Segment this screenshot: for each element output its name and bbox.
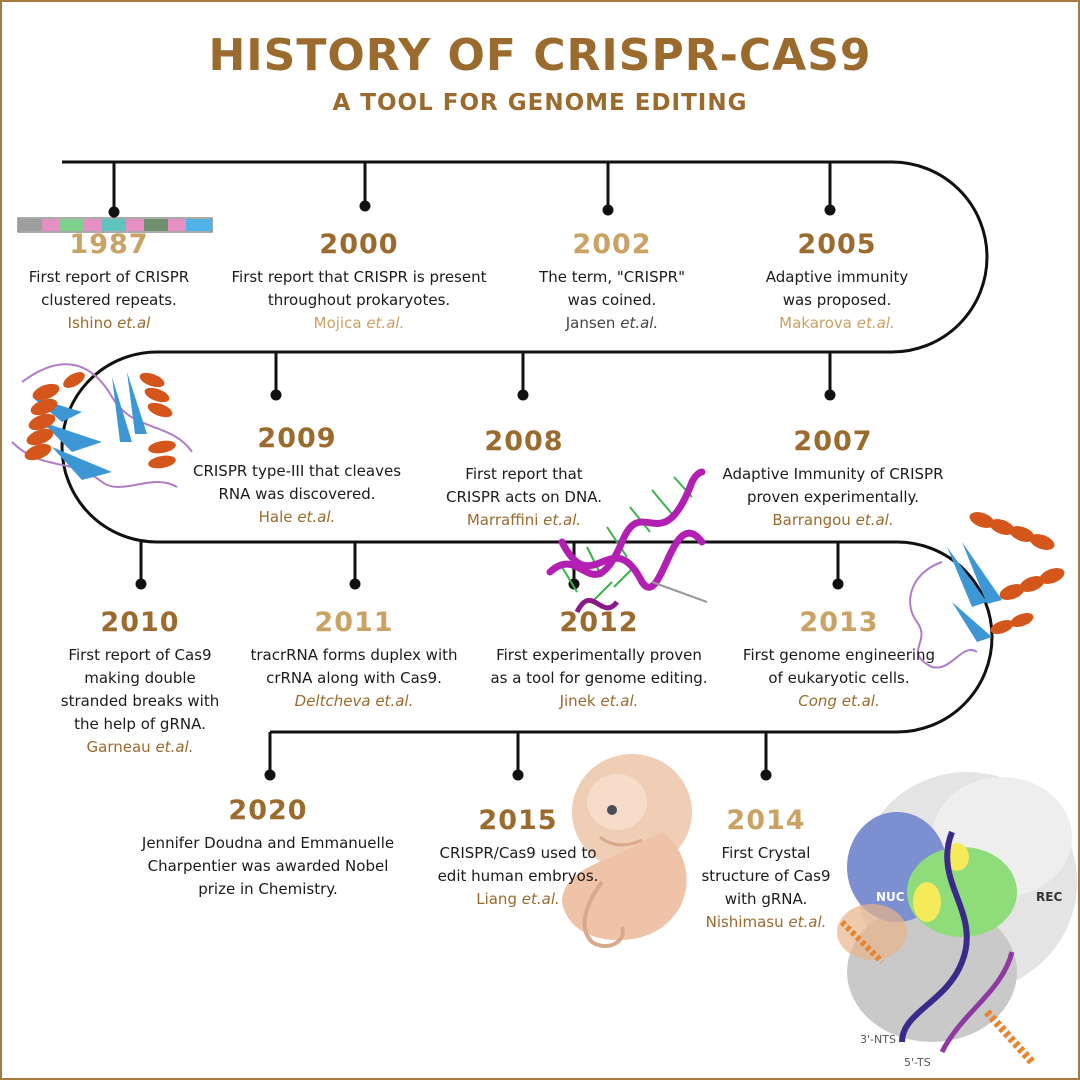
timeline-dot xyxy=(270,389,282,401)
event-author: Marraffini et.al. xyxy=(466,511,582,529)
event-year: 2005 xyxy=(797,229,877,260)
event-year: 1987 xyxy=(69,229,149,260)
event-year: 2008 xyxy=(484,426,564,457)
timeline-dot xyxy=(832,578,844,590)
timeline-dot xyxy=(349,578,361,590)
timeline-path xyxy=(60,160,994,734)
event-author: Ishino et.al xyxy=(67,314,151,332)
event-year: 2009 xyxy=(257,423,337,454)
event-author: Jinek et.al. xyxy=(559,692,639,710)
event-author: Jansen et.al. xyxy=(565,314,659,332)
event-author: Cong et.al. xyxy=(798,692,880,710)
event-description: The term, "CRISPR"was coined. xyxy=(539,268,685,309)
cas9-structure-illustration: NUC REC 3'-NTS 5'-TS xyxy=(837,772,1077,1069)
event-year: 2010 xyxy=(100,607,180,638)
event-author: Nishimasu et.al. xyxy=(705,913,827,931)
dna-helix-illustration xyxy=(546,468,708,614)
rec-label: REC xyxy=(1036,890,1062,904)
event-author: Hale et.al. xyxy=(258,508,336,526)
event-year: 2015 xyxy=(478,805,558,836)
event-year: 2013 xyxy=(799,607,879,638)
event-author: Garneau et.al. xyxy=(86,738,194,756)
event-author: Mojica et.al. xyxy=(313,314,405,332)
timeline-dot xyxy=(108,206,120,218)
ts-label: 5'-TS xyxy=(904,1056,931,1069)
page-subtitle: A TOOL FOR GENOME EDITING xyxy=(332,90,748,116)
event-year: 2000 xyxy=(319,229,399,260)
page-title: HISTORY OF CRISPR-CAS9 xyxy=(208,30,872,81)
timeline-dot xyxy=(264,769,276,781)
event-year: 2012 xyxy=(559,607,639,638)
event-year: 2007 xyxy=(793,426,873,457)
event-author: Deltcheva et.al. xyxy=(294,692,414,710)
event-author: Makarova et.al. xyxy=(779,314,895,332)
nuc-label: NUC xyxy=(876,890,905,904)
timeline-dot xyxy=(824,389,836,401)
event-author: Barrangou et.al. xyxy=(772,511,894,529)
timeline-markers xyxy=(108,162,844,781)
event-2000: 2000 First report that CRISPR is present… xyxy=(199,228,519,335)
embryo-illustration xyxy=(562,754,692,948)
timeline-dot xyxy=(824,204,836,216)
protein-illustration-left xyxy=(11,363,193,488)
timeline-dot xyxy=(602,204,614,216)
timeline-dot xyxy=(760,769,772,781)
timeline-dot xyxy=(135,578,147,590)
event-year: 2011 xyxy=(314,607,394,638)
timeline-dot xyxy=(359,200,371,212)
event-year: 2002 xyxy=(572,229,652,260)
repeat-array-illustration xyxy=(17,217,213,233)
protein-illustration-right xyxy=(909,512,1065,669)
event-2002: 2002 The term, "CRISPR"was coined. Janse… xyxy=(482,228,742,335)
event-author: Liang et.al. xyxy=(476,890,560,908)
timeline-dot xyxy=(517,389,529,401)
event-year: 2020 xyxy=(228,795,308,826)
event-year: 2014 xyxy=(726,805,806,836)
timeline-dot xyxy=(512,769,524,781)
nts-label: 3'-NTS xyxy=(860,1033,896,1046)
